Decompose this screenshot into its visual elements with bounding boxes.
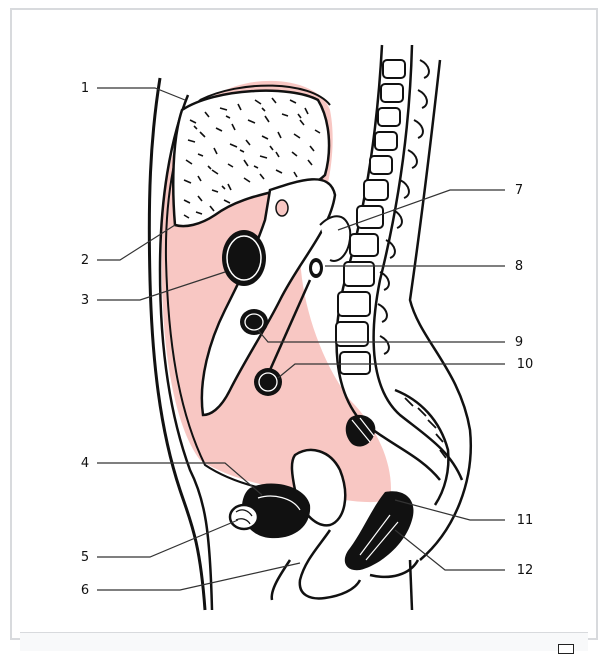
label-10: 10 <box>517 357 534 372</box>
pubic-symphysis <box>228 503 260 531</box>
label-6: 6 <box>81 583 89 598</box>
sacrum <box>394 388 450 506</box>
label-9: 9 <box>515 335 523 350</box>
label-11: 11 <box>517 513 534 528</box>
transverse-colon <box>254 368 282 396</box>
anal-canal <box>344 491 414 571</box>
label-5: 5 <box>81 550 89 565</box>
anterior-abdominal-wall <box>147 77 207 611</box>
vagina <box>298 529 362 600</box>
spinous-processes <box>377 59 430 355</box>
label-8: 8 <box>515 259 523 274</box>
label-3: 3 <box>81 293 89 308</box>
label-1: 1 <box>81 81 89 96</box>
expand-icon[interactable] <box>558 644 574 654</box>
label-7: 7 <box>515 183 523 198</box>
mesentery <box>268 279 312 371</box>
liver-texture <box>183 97 321 219</box>
stomach-region <box>200 178 337 417</box>
label-12: 12 <box>517 563 534 578</box>
caption-strip <box>20 632 588 651</box>
label-2: 2 <box>81 253 89 268</box>
diagram-labels: 1 2 3 4 5 6 7 8 9 10 11 12 <box>81 81 533 598</box>
label-4: 4 <box>81 456 89 471</box>
pancreas <box>240 309 268 335</box>
vertebrae <box>335 59 406 375</box>
stomach <box>222 230 266 286</box>
posterior-wall <box>408 59 472 561</box>
leader-lines <box>97 87 505 591</box>
